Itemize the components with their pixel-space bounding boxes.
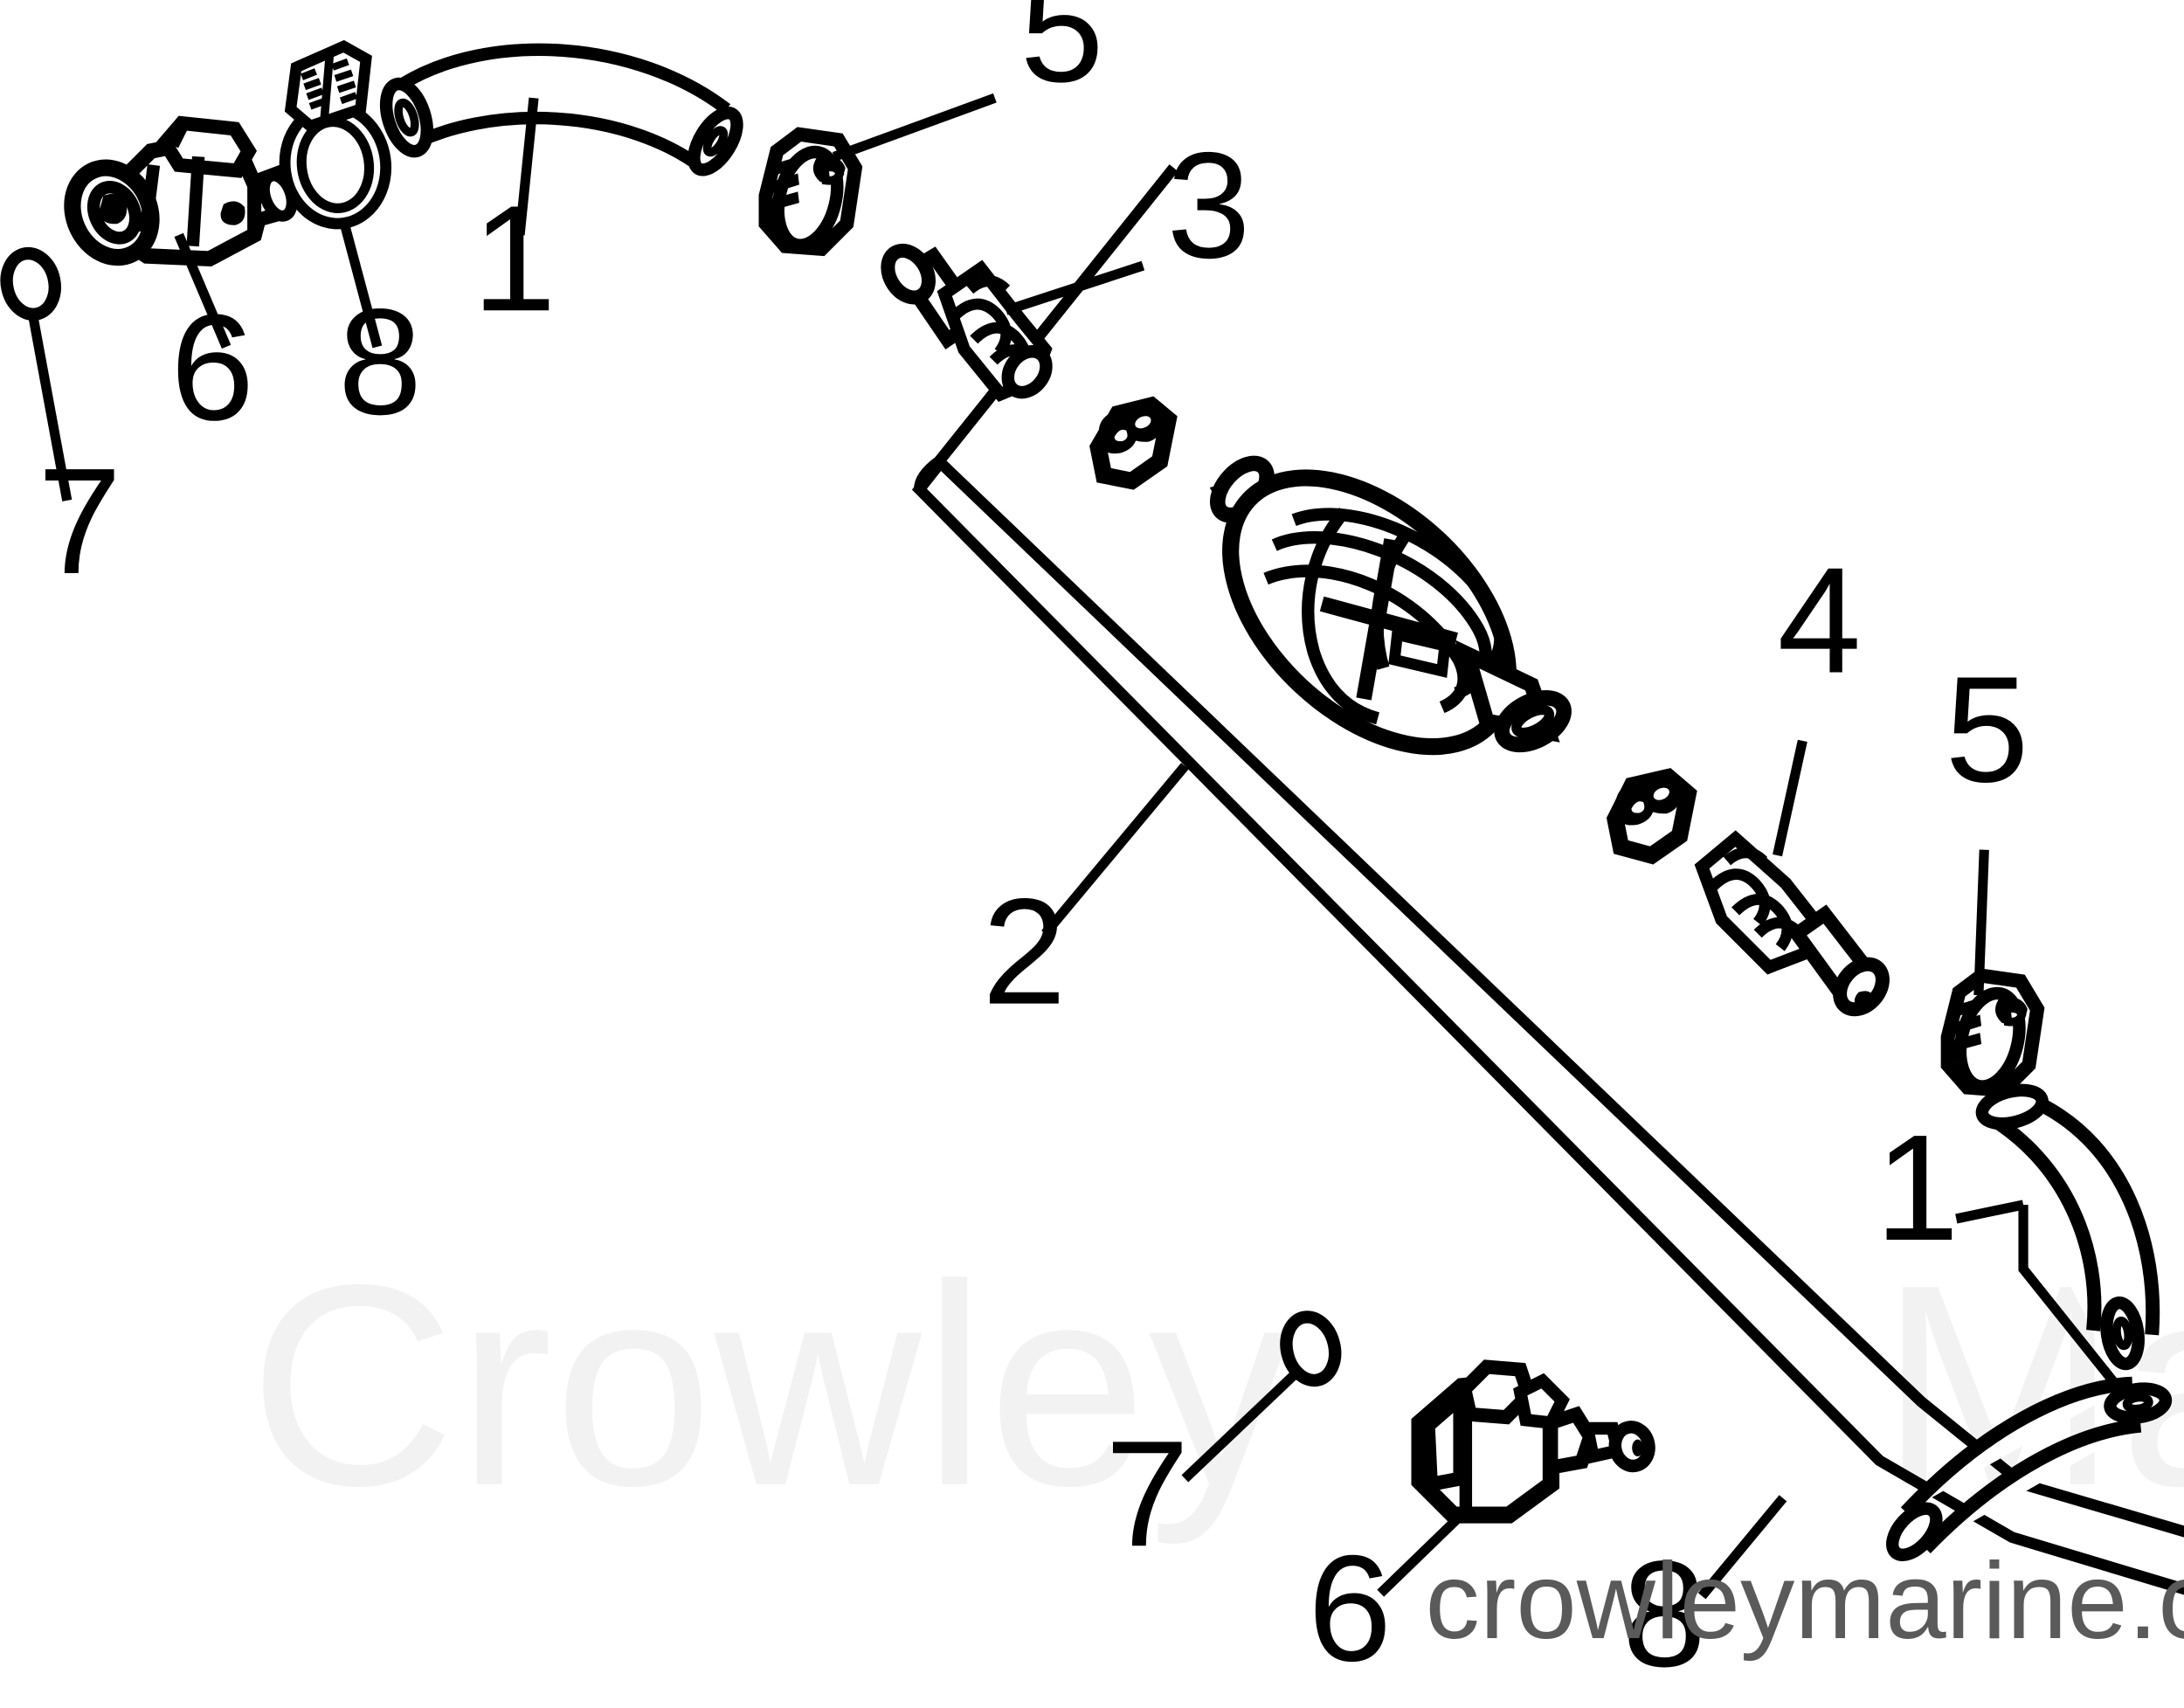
callout-1-right: 1	[1875, 1103, 1959, 1272]
leader-1-right-a	[1955, 1200, 2025, 1224]
leader-3	[1004, 260, 1145, 315]
leader-7-top	[28, 317, 73, 501]
callout-8-top: 8	[338, 278, 422, 446]
callout-numbers: 1 5 3 6 8 7 2 4 5 1 7 6 8	[38, 0, 2028, 1698]
leader-4	[1773, 739, 1807, 857]
watermark-url: crowleymarine.com	[1425, 1540, 2184, 1662]
hose-clamp-lower-right-part5	[1940, 968, 2045, 1098]
retaining-clip-upper	[1089, 396, 1178, 490]
o-ring-upper-part7	[0, 246, 61, 321]
leader-2	[1041, 763, 1189, 937]
callout-3: 3	[1167, 121, 1251, 290]
callout-2: 2	[982, 868, 1066, 1036]
callout-7-bottom: 7	[1105, 1409, 1189, 1578]
leader-7-bottom	[1181, 1368, 1301, 1483]
primer-bulb	[1209, 455, 1572, 756]
hose-fitting-barbed-upper-part3	[881, 243, 1053, 402]
callout-5-right: 5	[1945, 645, 2028, 813]
fuel-connector-upper-part6	[64, 115, 298, 267]
retaining-clip-lower	[1606, 768, 1697, 865]
callout-6-bottom: 6	[1308, 1524, 1392, 1692]
watermark-word-crowley: Crowley	[249, 1226, 1293, 1547]
callout-5-top: 5	[1020, 0, 1104, 114]
leader-5-top	[832, 93, 997, 162]
hose-clamp-upper-part5	[758, 127, 863, 257]
fuel-connector-lower-part6	[1411, 1359, 1655, 1524]
leader-5-right	[1973, 849, 1989, 996]
hose-clamp-screw-upper-part8	[279, 39, 392, 230]
callout-8-bottom: 8	[1622, 1530, 1706, 1698]
hose-fitting-barbed-lower-part4	[1694, 830, 1890, 1017]
leader-1-top	[515, 97, 539, 236]
leader-6-top	[174, 232, 232, 349]
watermark-brand: Crowley Marine	[249, 1226, 2184, 1547]
leader-8-bottom	[1697, 1495, 1787, 1600]
fuel-hose-short-upper-part1	[379, 43, 743, 176]
leader-6-bottom	[1377, 1503, 1474, 1597]
leader-8-top	[339, 219, 383, 349]
callout-6-top: 6	[170, 283, 254, 452]
callout-1-top: 1	[473, 174, 556, 342]
callout-4: 4	[1777, 536, 1861, 705]
callout-7-top: 7	[38, 437, 121, 605]
leader-lines	[28, 93, 2117, 1600]
leader-1-right-b	[2018, 1204, 2117, 1385]
o-ring-lower-part7	[1280, 1310, 1342, 1387]
